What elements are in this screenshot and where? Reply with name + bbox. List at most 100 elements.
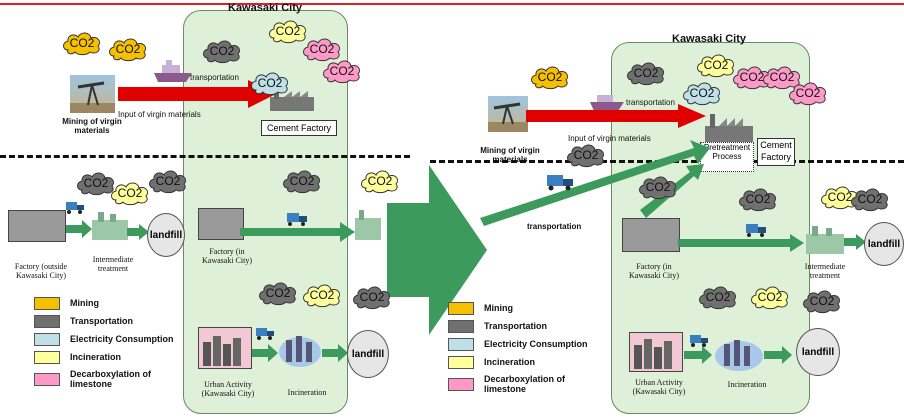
co2-cloud-icon: CO2 [361,170,399,194]
legend-row-transportation: Transportation [448,317,608,335]
co2-cloud-icon: CO2 [851,188,889,212]
right-landfill-mid: landfill [864,222,904,266]
left-factory-outside-label: Factory (outside Kawasaki City) [14,262,68,280]
co2-label: CO2 [758,290,783,304]
legend-row-incineration: Incineration [34,348,184,366]
co2-cloud-icon: CO2 [63,32,101,56]
co2-label: CO2 [310,288,335,302]
legend-swatch [34,372,60,386]
co2-cloud-icon: CO2 [683,82,721,106]
right-urban-label: Urban Activity (Kawasaki City) [632,378,686,396]
co2-label: CO2 [330,64,355,78]
left-city-title: Kawasaki City [228,2,302,14]
left-factory-in-label: Factory (in Kawasaki City) [202,247,252,265]
co2-label: CO2 [706,290,731,304]
right-intermediate-label: Intermediate treatment [804,262,846,280]
legend-swatch [34,296,60,310]
transition-arrow [387,165,487,335]
legend-label: Incineration [70,352,122,362]
co2-cloud-icon: CO2 [763,66,801,90]
co2-cloud-icon: CO2 [109,38,147,62]
left-truck-icon-3 [256,327,274,340]
co2-cloud-icon: CO2 [733,66,771,90]
legend-label: Electricity Consumption [484,339,588,349]
co2-cloud-icon: CO2 [531,66,569,90]
right-green-arrow-urban [684,346,712,364]
pumpjack-icon [70,81,115,113]
co2-label: CO2 [770,70,795,84]
co2-label: CO2 [210,44,235,58]
legend-label: Transportation [70,316,134,326]
co2-cloud-icon: CO2 [567,144,605,168]
right-green-arrow-long [678,234,804,252]
co2-label: CO2 [646,180,671,194]
co2-label: CO2 [810,294,835,308]
legend-row-mining: Mining [34,294,184,312]
left-incinerator-icon [278,330,322,368]
co2-cloud-icon: CO2 [639,176,677,200]
co2-label: CO2 [828,190,853,204]
left-landfill-outside: landfill [147,213,185,257]
co2-cloud-icon: CO2 [739,188,777,212]
legend-row-decarbonation: Decarboxylation of limestone [448,371,608,397]
left-landfill-urban: landfill [347,330,389,378]
right-city-title: Kawasaki City [672,33,746,45]
right-transportation-top-label: transportation [626,98,675,107]
right-truck-icon-1 [547,175,573,191]
co2-cloud-icon: CO2 [697,54,735,78]
left-intermediate-icon-2 [355,210,381,240]
legend-row-decarbonation: Decarboxylation of limestone [34,366,184,392]
co2-label: CO2 [858,192,883,206]
right-virgin-input-arrow [526,104,706,128]
co2-cloud-icon: CO2 [149,170,187,194]
left-mining-image [70,75,115,113]
co2-label: CO2 [538,70,563,84]
right-green-arrow-landfill [844,234,866,250]
co2-label: CO2 [84,176,109,190]
co2-label: CO2 [368,174,393,188]
left-green-arrow-3 [240,222,355,242]
co2-label: CO2 [360,290,385,304]
co2-cloud-icon: CO2 [303,284,341,308]
top-rule [0,3,904,5]
left-input-label: Input of virgin materials [118,110,201,119]
right-truck-icon-2 [746,224,766,238]
co2-label: CO2 [276,24,301,38]
co2-cloud-icon: CO2 [283,170,321,194]
left-urban-activity-image [198,327,252,369]
legend-swatch [34,350,60,364]
legend-swatch [448,319,474,333]
co2-label: CO2 [116,42,141,56]
co2-label: CO2 [796,86,821,100]
left-legend: Mining Transportation Electricity Consum… [34,294,184,392]
legend-swatch [448,337,474,351]
co2-label: CO2 [634,66,659,80]
right-factory-in-icon [622,218,680,252]
left-green-arrow-5 [322,344,348,362]
co2-cloud-icon: CO2 [259,282,297,306]
co2-label: CO2 [290,174,315,188]
left-truck-icon-2 [287,213,307,227]
right-pretreatment-label: Pretreatment Process [703,143,751,161]
legend-swatch [448,377,474,391]
right-intermediate-icon [806,226,844,254]
co2-label: CO2 [258,76,283,90]
left-green-arrow-4 [252,344,278,362]
left-virgin-input-arrow [118,80,276,108]
legend-swatch [34,314,60,328]
left-green-arrow-1 [66,220,92,238]
left-green-arrow-2 [127,224,149,240]
legend-row-incineration: Incineration [448,353,608,371]
co2-label: CO2 [704,58,729,72]
legend-label: Decarboxylation of limestone [70,369,152,389]
legend-label: Electricity Consumption [70,334,174,344]
co2-label: CO2 [746,192,771,206]
co2-cloud-icon: CO2 [323,60,361,84]
co2-cloud-icon: CO2 [627,62,665,86]
co2-cloud-icon: CO2 [353,286,391,310]
right-incineration-label: Incineration [727,380,767,389]
co2-label: CO2 [740,70,765,84]
legend-label: Mining [70,298,99,308]
co2-label: CO2 [70,36,95,50]
right-truck-icon-3 [690,334,708,347]
